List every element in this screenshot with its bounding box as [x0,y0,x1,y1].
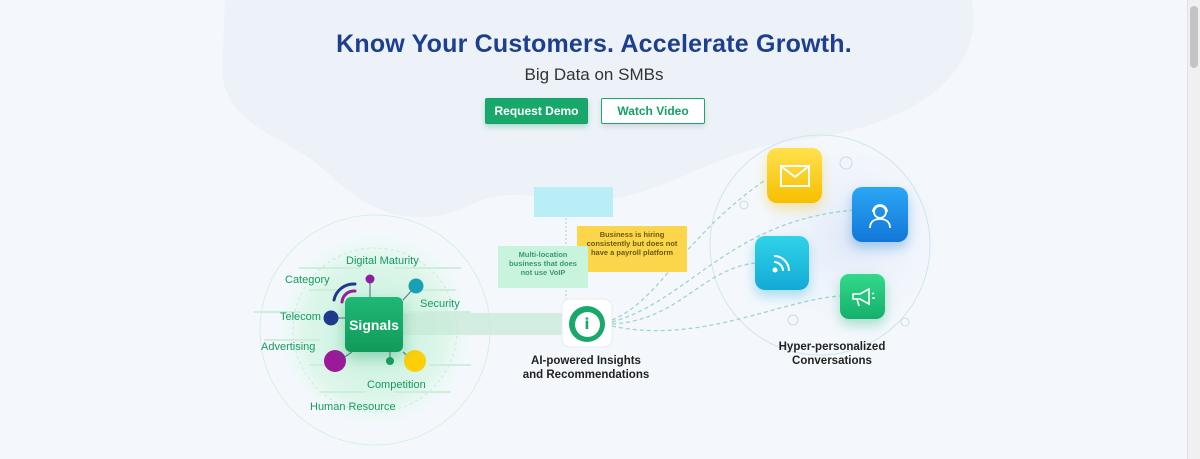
advertising-label: Advertising [261,341,316,353]
insights-caption-line2: and Recommendations [522,369,650,381]
category-wifi-arcs [332,282,357,304]
conversations-caption-line1: Hyper-personalized [778,341,886,353]
watch-video-button[interactable]: Watch Video [601,98,705,124]
advertising-node [324,350,346,372]
page-scrollbar[interactable] [1187,0,1200,459]
competition-node [404,350,426,372]
telecom-label: Telecom [280,311,321,323]
conversations-caption-line2: Conversations [792,355,872,367]
hero-subtitle: Big Data on SMBs [524,65,664,84]
rss-feed-icon [755,236,809,290]
human-resource-label: Human Resource [310,401,396,413]
competition-label: Competition [367,379,426,391]
ring-dot-3 [787,314,799,326]
insights-caption: AI-powered Insights and Recommendations [506,354,666,382]
ring-dot-2 [739,200,749,210]
signals-to-insights-band [403,313,565,335]
security-label: Security [420,298,460,310]
insight-bubble-green: Multi-location business that does not us… [498,246,588,288]
insight-bubble-yellow: Business is hiring consistently but does… [577,226,687,272]
hero-title: Know Your Customers. Accelerate Growth. [336,30,852,58]
category-label: Category [285,274,330,286]
scrollbar-thumb[interactable] [1190,6,1198,68]
security-node [408,278,424,294]
insights-caption-line1: AI-powered Insights [531,355,641,367]
telecom-node [323,310,339,326]
ring-dot-1 [839,156,853,170]
request-demo-button[interactable]: Request Demo [485,98,588,124]
ring-dot-4 [900,317,910,327]
digital-maturity-node [365,274,375,284]
support-agent-icon [852,187,908,242]
conversations-ring [709,134,931,356]
info-icon: i [569,306,605,342]
envelope-icon [767,148,822,203]
insight-bubble-cyan [534,187,613,217]
conversations-caption: Hyper-personalized Conversations [762,340,902,368]
info-glyph: i [574,311,600,337]
digital-maturity-label: Digital Maturity [346,255,419,267]
megaphone-icon [840,274,885,319]
signals-node: Signals [345,297,403,352]
signals-speed-lines [254,267,471,393]
competition-node-small [386,357,394,365]
